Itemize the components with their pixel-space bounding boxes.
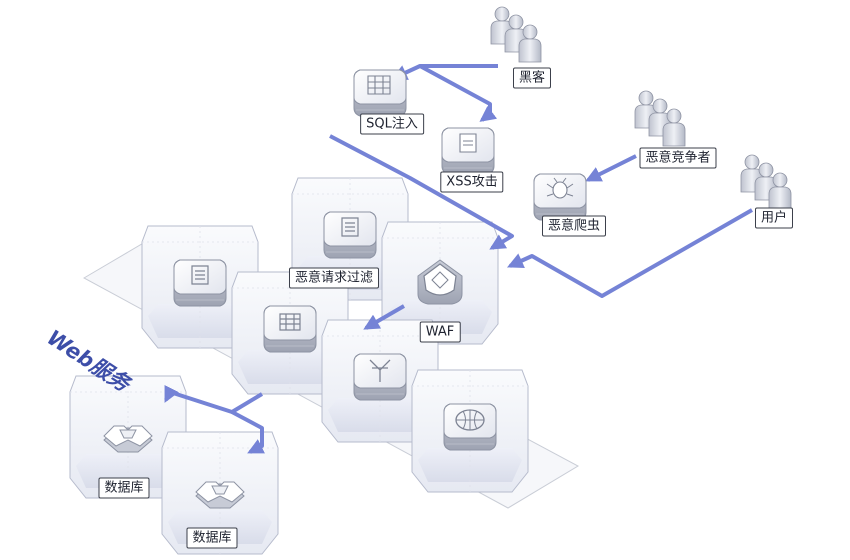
waf-label: WAF bbox=[419, 321, 461, 343]
arrow-user-to-waf bbox=[507, 208, 753, 298]
filter-server-icon bbox=[323, 211, 377, 259]
sql-injection-label: SQL注入 bbox=[360, 113, 424, 135]
arrow-hacker-to-xss bbox=[419, 64, 498, 122]
malicious-crawler-box bbox=[533, 173, 587, 221]
malicious-crawler-label: 恶意爬虫 bbox=[541, 215, 607, 237]
user-group bbox=[740, 154, 792, 211]
arrow-web-to-db-a bbox=[164, 384, 264, 414]
server-icon bbox=[173, 259, 227, 307]
database-a-label: 数据库 bbox=[98, 477, 150, 499]
waf-shield-icon bbox=[417, 259, 463, 305]
competitor-label: 恶意竞争者 bbox=[639, 147, 717, 169]
web-panel-3 bbox=[321, 319, 439, 443]
web-panel-2 bbox=[231, 271, 349, 395]
database-icon bbox=[103, 425, 153, 453]
arrow-competitor-to-crawler bbox=[585, 154, 637, 182]
database-panel-a bbox=[69, 375, 187, 499]
flow-arrows bbox=[164, 64, 753, 454]
arrow-web-to-db-b bbox=[231, 410, 266, 454]
sql-injection-box bbox=[353, 69, 407, 117]
waf-panel bbox=[381, 221, 499, 345]
web-panel-4 bbox=[411, 369, 529, 493]
xss-attack-label: XSS攻击 bbox=[440, 171, 504, 193]
arrow-attack-to-waf bbox=[329, 134, 514, 250]
hacker-group bbox=[490, 6, 542, 63]
arrow-waf-to-web bbox=[363, 304, 406, 330]
database-icon bbox=[195, 481, 245, 509]
user-label: 用户 bbox=[754, 207, 794, 229]
xss-attack-box bbox=[441, 127, 495, 175]
arrow-hacker-to-sql bbox=[391, 64, 498, 80]
rack-server-icon bbox=[263, 305, 317, 353]
database-panel-b bbox=[161, 431, 279, 555]
web-panel-1 bbox=[141, 225, 259, 349]
bug-icon bbox=[546, 177, 574, 199]
competitor-group bbox=[634, 90, 686, 147]
request-filter-panel bbox=[291, 177, 409, 301]
database-b-label: 数据库 bbox=[186, 527, 238, 549]
request-filter-label: 恶意请求过滤 bbox=[288, 267, 380, 289]
hacker-label: 黑客 bbox=[512, 67, 552, 89]
